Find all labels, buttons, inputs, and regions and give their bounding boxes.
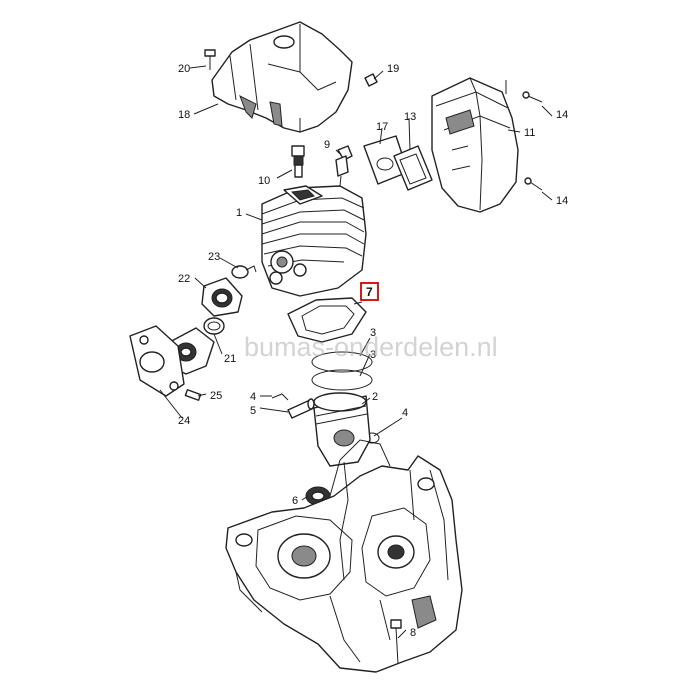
screw-14-top-part xyxy=(505,80,543,103)
leader-lines xyxy=(159,65,553,639)
callout-25: 25 xyxy=(210,390,222,402)
spark-plug-9-part xyxy=(335,145,353,187)
callout-11: 11 xyxy=(524,127,535,139)
callout-6: 6 xyxy=(292,495,298,507)
piston-ring-3-lower-part xyxy=(311,369,373,391)
piston-2-part xyxy=(313,392,371,467)
callout-9: 9 xyxy=(324,139,330,151)
callout-19: 19 xyxy=(387,63,399,75)
callout-3-upper: 3 xyxy=(370,327,376,339)
callout-2: 2 xyxy=(372,391,378,403)
callout-14-bottom: 14 xyxy=(556,195,568,207)
decomp-valve-10-part xyxy=(291,145,305,178)
callout-13: 13 xyxy=(404,111,416,123)
callout-3-lower: 3 xyxy=(370,349,376,361)
callout-1: 1 xyxy=(236,207,242,219)
intake-flange-22-part xyxy=(201,277,243,317)
callout-7-highlighted: 7 xyxy=(366,285,373,299)
clamp-23-part xyxy=(231,265,257,279)
piston-pin-5-part xyxy=(287,398,315,419)
screw-8-part xyxy=(390,619,402,665)
screw-19-part xyxy=(364,73,378,87)
base-gasket-7-part xyxy=(287,297,367,343)
muffler-11-part xyxy=(431,77,519,213)
piston-ring-3-upper-part xyxy=(311,351,373,373)
callout-10: 10 xyxy=(258,175,270,187)
callout-20: 20 xyxy=(178,63,190,75)
callout-labels: 20 19 18 13 17 14 11 9 10 14 1 23 22 7 3… xyxy=(178,63,568,639)
clamp-21-part xyxy=(203,317,225,335)
callout-18: 18 xyxy=(178,109,190,121)
pin-25-part xyxy=(184,389,202,401)
callout-4-right: 4 xyxy=(402,407,408,419)
crankcase-part xyxy=(225,439,463,673)
highlight-box-7 xyxy=(360,282,379,301)
callout-4-left: 4 xyxy=(250,391,256,403)
cylinder-1-part xyxy=(261,185,367,297)
callout-8: 8 xyxy=(410,627,416,639)
top-cover-part xyxy=(211,21,353,133)
callout-21: 21 xyxy=(224,353,236,365)
callout-5: 5 xyxy=(250,405,256,417)
plate-24-part xyxy=(129,325,185,397)
callout-22: 22 xyxy=(178,273,190,285)
circlip-4-left-part xyxy=(271,393,289,401)
callout-17: 17 xyxy=(376,121,388,133)
screw-20-part xyxy=(204,49,216,70)
callout-23: 23 xyxy=(208,251,220,263)
callout-24: 24 xyxy=(178,415,190,427)
watermark-text: bumas-onderdelen.nl xyxy=(244,332,498,362)
screw-14-bottom-part xyxy=(524,177,543,191)
callout-14-top: 14 xyxy=(556,109,568,121)
